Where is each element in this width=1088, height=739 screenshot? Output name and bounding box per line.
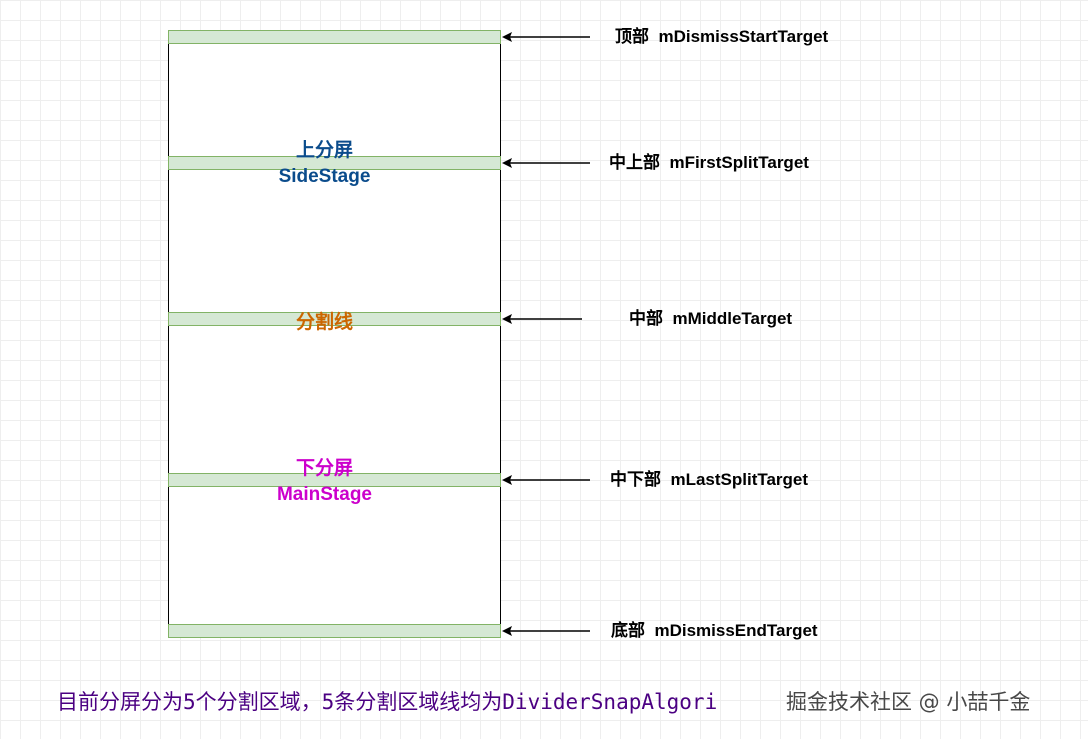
first-split-target-bar	[168, 156, 501, 170]
arrow-last-split	[502, 475, 590, 485]
arrow-dismiss-start	[502, 32, 590, 42]
target-label-dismiss-end: 底部 mDismissEndTarget	[611, 621, 818, 640]
middle-target-bar	[168, 312, 501, 326]
target-label-middle: 中部 mMiddleTarget	[629, 309, 793, 328]
phone-screen-outline	[168, 30, 501, 638]
dismiss-start-target-bar	[168, 30, 501, 44]
watermark-text: 掘金技术社区 @ 小喆千金	[786, 690, 1031, 714]
side-stage-cn-label: 上分屏	[295, 140, 353, 161]
main-stage-en-label: MainStage	[276, 484, 373, 505]
target-label-first-split: 中上部 mFirstSplitTarget	[609, 153, 809, 172]
dismiss-end-target-bar	[168, 624, 501, 638]
last-split-target-bar	[168, 473, 501, 487]
caption-text: 目前分屏分为5个分割区域，5条分割区域线均为DividerSnapAlgori	[57, 690, 718, 714]
divider-label: 分割线	[295, 312, 353, 333]
target-label-dismiss-start: 顶部 mDismissStartTarget	[615, 27, 829, 46]
arrow-dismiss-end	[502, 626, 590, 636]
side-stage-en-label: SideStage	[278, 166, 371, 187]
main-stage-cn-label: 下分屏	[295, 458, 353, 479]
arrow-first-split	[502, 158, 590, 168]
arrow-middle	[502, 314, 582, 324]
target-label-last-split: 中下部 mLastSplitTarget	[610, 470, 809, 489]
